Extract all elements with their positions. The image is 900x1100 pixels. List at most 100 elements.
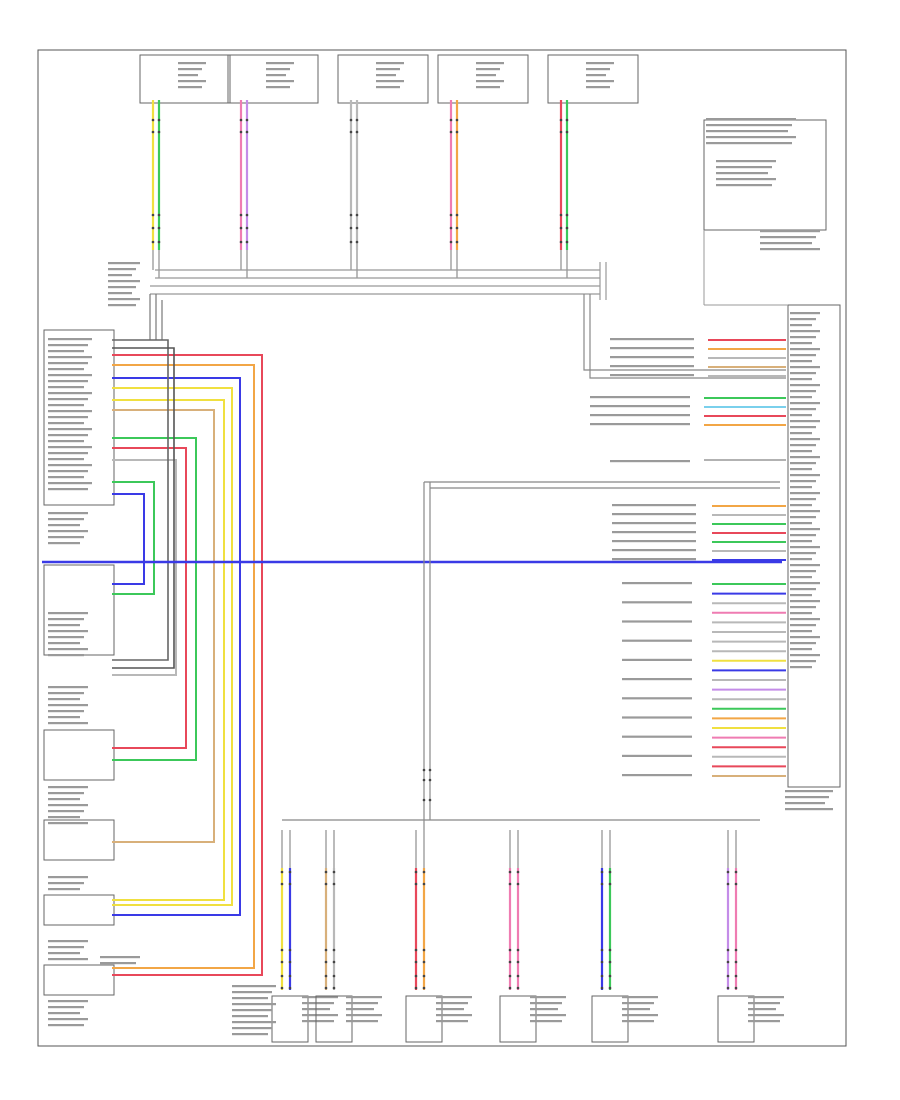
connector-pin xyxy=(157,130,161,134)
connector-pin xyxy=(324,948,328,952)
connector-pin xyxy=(349,226,353,230)
connector-pin xyxy=(455,118,459,122)
connector-pin xyxy=(422,974,426,978)
connector-pin xyxy=(428,798,432,802)
right-wire-label xyxy=(622,639,692,642)
bottom-module-label xyxy=(346,1002,378,1005)
right-module-pin-labels xyxy=(790,450,812,453)
top-module-label xyxy=(178,68,202,71)
left-connector-pin-labels xyxy=(48,440,84,443)
connector-pin xyxy=(508,948,512,952)
bottom-module-label xyxy=(748,996,784,999)
right-module-pin-labels xyxy=(790,330,820,333)
right-wire-label xyxy=(590,414,690,417)
connector-pin xyxy=(449,118,453,122)
connector-pin xyxy=(565,226,569,230)
top-module-box xyxy=(547,54,639,104)
right-module-pin-labels xyxy=(790,348,820,351)
left-connector-c xyxy=(43,729,115,781)
connector-pin xyxy=(332,960,336,964)
connector-pin xyxy=(559,213,563,217)
top-module-label xyxy=(476,68,500,71)
right-wire-label xyxy=(622,678,692,681)
left-label xyxy=(48,624,80,627)
right-wire-label xyxy=(622,601,692,604)
connector-pin xyxy=(516,870,520,874)
top-module-label xyxy=(178,62,206,65)
right-module-pin-labels xyxy=(790,660,816,663)
connector-pin xyxy=(449,130,453,134)
connector-pin xyxy=(245,118,249,122)
bottom-module-box xyxy=(591,995,629,1043)
right-module-pin-labels xyxy=(790,432,812,435)
left-connector-pin-labels xyxy=(48,482,92,485)
connector-pin xyxy=(455,130,459,134)
connector-pin xyxy=(324,960,328,964)
connector-pin xyxy=(600,948,604,952)
connector-pin xyxy=(245,226,249,230)
connector-pin xyxy=(455,213,459,217)
left-connector-pin-labels xyxy=(48,344,88,347)
connector-pin xyxy=(608,986,612,990)
connector-pin xyxy=(324,986,328,990)
right-module-pin-labels xyxy=(790,624,816,627)
left-connector-pin-labels xyxy=(48,434,88,437)
connector-pin xyxy=(726,974,730,978)
connector-pin xyxy=(516,948,520,952)
right-module-footer-label xyxy=(785,802,825,805)
right-wire-label xyxy=(590,423,690,426)
top-module-box xyxy=(139,54,231,104)
connector-pin xyxy=(734,974,738,978)
connector-pin xyxy=(245,130,249,134)
connector-pin xyxy=(559,240,563,244)
connector-pin xyxy=(280,882,284,886)
connector-pin xyxy=(239,213,243,217)
right-module-pin-labels xyxy=(790,420,820,423)
right-wire-label xyxy=(610,460,690,463)
right-module-pin-labels xyxy=(790,540,812,543)
left-label xyxy=(48,542,80,545)
right-wire-label xyxy=(612,522,696,525)
left-label xyxy=(48,648,88,651)
connector-pin xyxy=(508,974,512,978)
connector-pin xyxy=(565,130,569,134)
left-label xyxy=(48,692,84,695)
left-connector-pin-labels xyxy=(48,368,84,371)
left-connector-d xyxy=(43,819,115,861)
top-module-label xyxy=(586,74,606,77)
right-wire-label xyxy=(612,558,696,561)
connector-pin xyxy=(734,960,738,964)
connector-pin xyxy=(565,118,569,122)
right-top-label xyxy=(706,118,796,121)
left-loop-wire xyxy=(112,459,177,676)
connector-pin xyxy=(288,870,292,874)
left-label xyxy=(48,888,80,891)
connector-pin xyxy=(428,768,432,772)
left-label xyxy=(48,810,84,813)
left-loop-wire xyxy=(112,364,255,969)
top-module-label xyxy=(376,80,404,83)
connector-pin xyxy=(332,948,336,952)
connector-pin xyxy=(600,882,604,886)
left-connector-e xyxy=(43,894,115,926)
connector-pin xyxy=(565,240,569,244)
right-wire-label xyxy=(622,620,692,623)
connector-pin xyxy=(422,882,426,886)
right-wire-label xyxy=(622,735,692,738)
connector-pin xyxy=(559,130,563,134)
left-connector-pin-labels xyxy=(48,458,84,461)
right-wire-label xyxy=(622,658,692,661)
left-label xyxy=(48,704,88,707)
connector-pin xyxy=(355,240,359,244)
left-label xyxy=(48,612,88,615)
top-module-box xyxy=(337,54,429,104)
connector-pin xyxy=(280,986,284,990)
bus-label xyxy=(108,262,140,265)
right-module-pin-labels xyxy=(790,612,812,615)
left-label xyxy=(48,876,88,879)
right-module-pin-labels xyxy=(790,654,820,657)
right-top-label xyxy=(760,248,820,251)
connector-pin xyxy=(324,870,328,874)
connector-pin xyxy=(157,226,161,230)
